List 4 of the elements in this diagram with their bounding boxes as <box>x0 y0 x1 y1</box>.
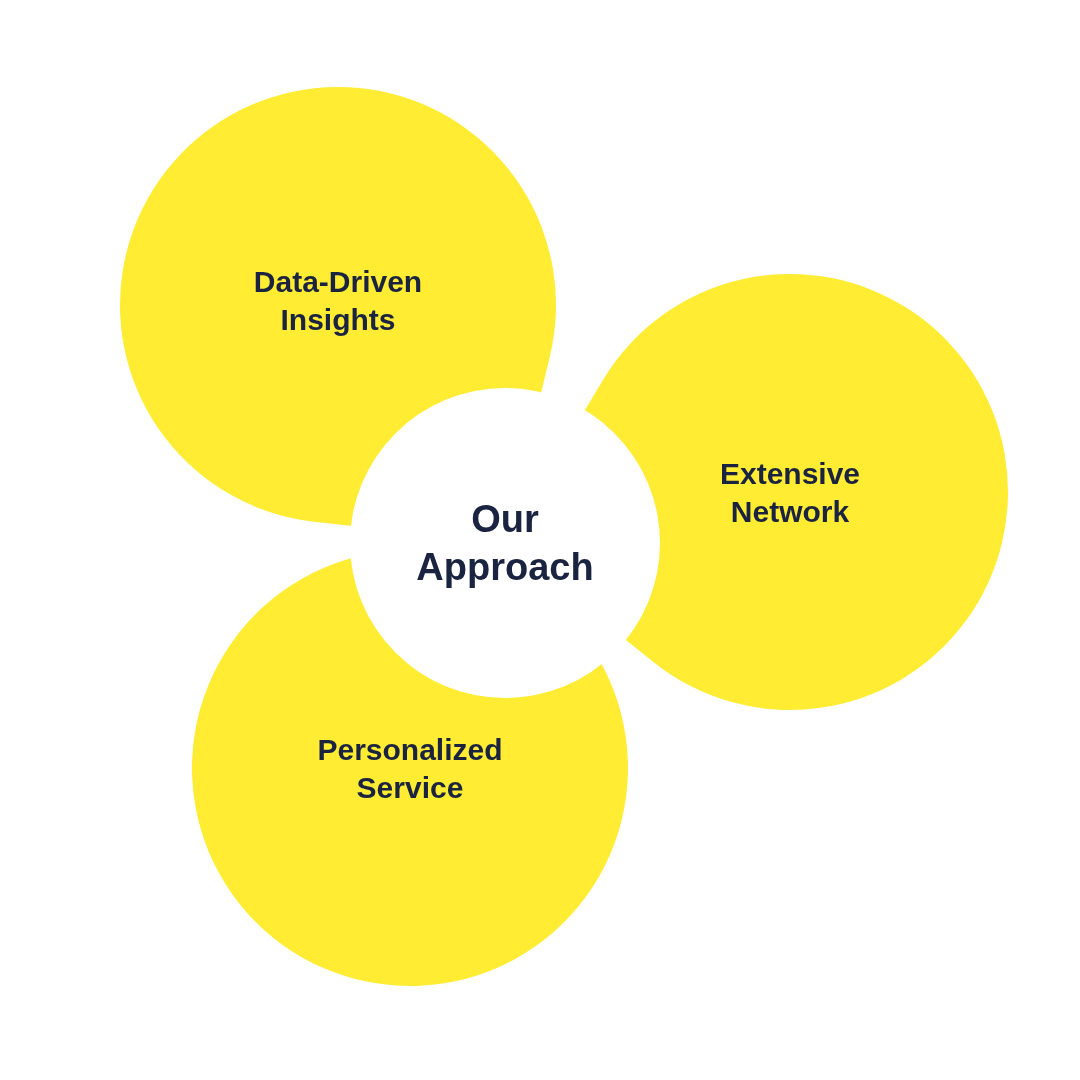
center-label: Our Approach <box>415 496 595 590</box>
petal-label: Extensive Network <box>718 455 862 529</box>
petal-label: Data-Driven Insights <box>252 263 424 338</box>
petal-label: Personalized Service <box>316 731 504 805</box>
